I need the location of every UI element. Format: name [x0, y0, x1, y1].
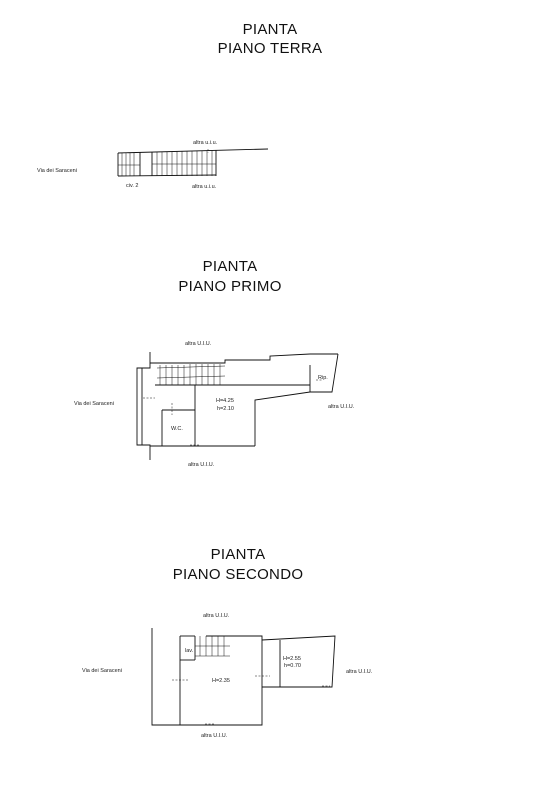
first-floor-wc-label: W.C.	[171, 426, 183, 432]
first-floor-title-line1: PIANTA	[202, 258, 258, 275]
ground-floor-stairs-a	[118, 153, 140, 176]
ground-floor-civic-label: civ. 2	[126, 183, 139, 189]
ground-floor-street-label: Via dei Saraceni	[37, 168, 77, 174]
second-floor-bottom-neighbor-label: altra U.I.U.	[201, 733, 228, 739]
first-floor-openings	[143, 379, 322, 446]
second-floor-right-low-height-label: h=0.70	[284, 663, 301, 669]
first-floor-low-height-label: h=2.10	[217, 406, 234, 412]
first-floor-rip-label: Rip.	[318, 375, 328, 381]
first-floor-stairs	[156, 364, 226, 385]
ground-floor-bottom-neighbor-label: altra u.i.u.	[192, 184, 217, 190]
second-floor-title-line1: PIANTA	[210, 546, 266, 563]
first-floor-top-neighbor-label: altra U.I.U.	[185, 341, 212, 347]
second-floor-walls	[151, 628, 336, 726]
second-floor-stairs	[195, 636, 230, 657]
first-floor-bottom-neighbor-label: altra U.I.U.	[188, 462, 215, 468]
second-floor-openings	[172, 675, 330, 725]
first-floor-walls	[136, 352, 339, 460]
ground-floor-stairs-b	[152, 150, 216, 176]
second-floor-right-neighbor-label: altra U.I.U.	[346, 669, 373, 675]
ground-floor-title-line2: PIANO TERRA	[217, 40, 323, 57]
first-floor-title-line2: PIANO PRIMO	[178, 278, 282, 295]
second-floor-left-height-label: H=2.35	[212, 678, 230, 684]
ground-floor-title-line1: PIANTA	[242, 21, 298, 38]
second-floor-title-line2: PIANO SECONDO	[172, 566, 304, 583]
second-floor-lav-label: lav.	[185, 648, 194, 654]
first-floor-right-neighbor-label: altra U.I.U.	[328, 404, 355, 410]
second-floor-top-neighbor-label: altra U.I.U.	[203, 613, 230, 619]
second-floor-right-main-height-label: H=2.55	[283, 656, 301, 662]
ground-floor-top-neighbor-label: altra u.i.u.	[193, 140, 218, 146]
first-floor-street-label: Via dei Saraceni	[74, 401, 114, 407]
second-floor-street-label: Via dei Saraceni	[82, 668, 122, 674]
first-floor-main-height-label: H=4.25	[216, 398, 234, 404]
